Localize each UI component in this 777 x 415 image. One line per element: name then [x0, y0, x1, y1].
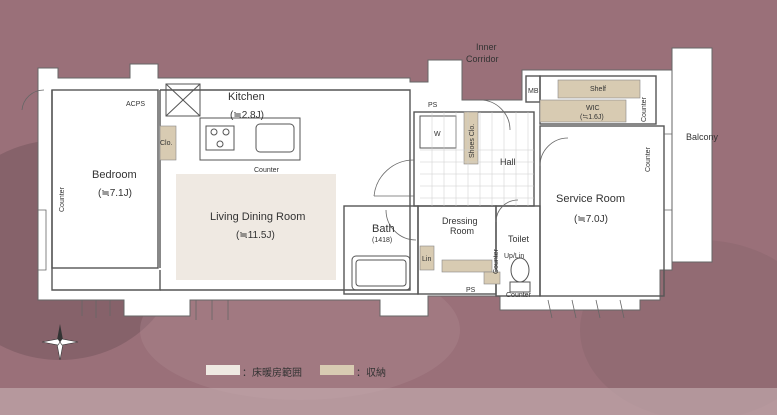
doors [21, 89, 673, 320]
acps-label: ACPS [126, 101, 145, 108]
shoes-clo-label: Shoes Clo. [469, 124, 476, 158]
wic-area: (≒1.6J) [580, 114, 604, 121]
up-lin-label: Up/Lin [504, 253, 524, 260]
counter-wic: Counter [641, 96, 648, 122]
hall-tiles [420, 112, 534, 206]
bedroom-label: Bedroom [92, 169, 137, 181]
counter-service: Counter [645, 146, 652, 172]
room-walls [51, 75, 665, 297]
counter-dressing: Counter [493, 248, 500, 274]
counter-toilet: Counter [506, 292, 532, 299]
balcony-label: Balcony [686, 132, 719, 142]
legend-storage-label: ：収納 [356, 368, 386, 379]
wic-label: WIC [586, 105, 600, 112]
legend: ：床暖房範囲 ：収納 [206, 362, 396, 379]
clo-label: Clo. [160, 140, 173, 147]
legend-heating-swatch [206, 365, 240, 375]
w-label: W [434, 131, 441, 138]
corridor-label-2: Corridor [466, 54, 499, 64]
bath-label: Bath [372, 223, 395, 235]
dressing-label-2: Room [450, 226, 474, 236]
service-area: (≒7.0J) [574, 214, 608, 225]
ps-label-1: PS [428, 102, 438, 109]
compass-icon [41, 324, 79, 361]
service-label: Service Room [556, 193, 625, 205]
bedroom-area: (≒7.1J) [98, 188, 132, 199]
kitchen-area: (≒2.8J) [230, 110, 264, 121]
ldr-label: Living Dining Room [210, 211, 305, 223]
kitchen-label: Kitchen [228, 91, 265, 103]
counter-kitchen: Counter [254, 167, 280, 174]
counter-bedroom: Counter [59, 186, 66, 212]
ldr-area: (≒11.5J) [236, 230, 275, 241]
floor-heating-area [176, 174, 336, 280]
bath-size: (1418) [372, 237, 392, 244]
kitchen-fixtures [165, 83, 301, 161]
ps-label-2: PS [466, 287, 476, 294]
storage-areas [159, 79, 641, 285]
legend-heating-label: ：床暖房範囲 [242, 368, 302, 379]
dressing-label: Dressing [442, 216, 478, 226]
mb-label: MB [528, 88, 539, 95]
toilet-label: Toilet [508, 234, 530, 244]
corridor-label: Inner [476, 42, 497, 52]
hall-label: Hall [500, 157, 516, 167]
bath-fixtures [351, 115, 531, 293]
shelf-label: Shelf [590, 86, 606, 93]
lin-label: Lin [422, 256, 431, 263]
legend-storage-swatch [320, 365, 354, 375]
